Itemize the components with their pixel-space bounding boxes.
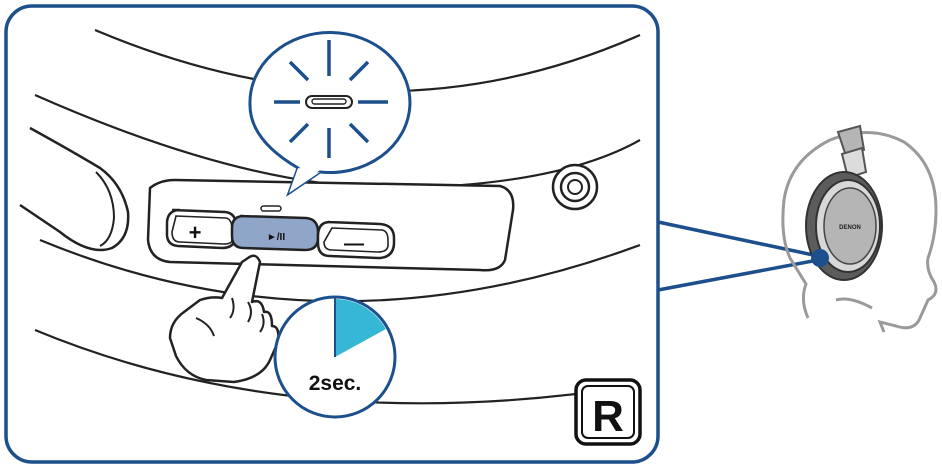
hinge-arm-edge: [95, 171, 116, 247]
blinking-led-icon: [274, 40, 388, 158]
timer-pie-icon: 2sec.: [273, 295, 397, 419]
side-badge-label: R: [592, 392, 624, 441]
volume-up-label: +: [189, 220, 202, 245]
volume-down-label: —: [344, 233, 364, 255]
volume-up-button[interactable]: +: [165, 208, 238, 250]
volume-down-button[interactable]: —: [316, 220, 396, 260]
hinge-arm: [19, 126, 130, 252]
timer-duration-label: 2sec.: [309, 372, 362, 395]
location-indicator-dot: [811, 249, 829, 267]
led-callout: [248, 31, 412, 197]
timer-elapsed-wedge: [335, 299, 386, 357]
head-with-headphones-icon: DENON: [781, 124, 938, 333]
play-pause-label: ►/II: [267, 232, 285, 243]
led-indicator: [260, 205, 282, 212]
audio-jack: [551, 163, 599, 211]
pointing-hand-icon: [168, 254, 280, 384]
side-badge-icon: R: [574, 378, 642, 446]
detail-frame: [4, 4, 660, 464]
callout-connector: [657, 220, 819, 292]
brand-label: DENON: [839, 225, 861, 231]
play-pause-button[interactable]: ►/II: [230, 214, 320, 252]
